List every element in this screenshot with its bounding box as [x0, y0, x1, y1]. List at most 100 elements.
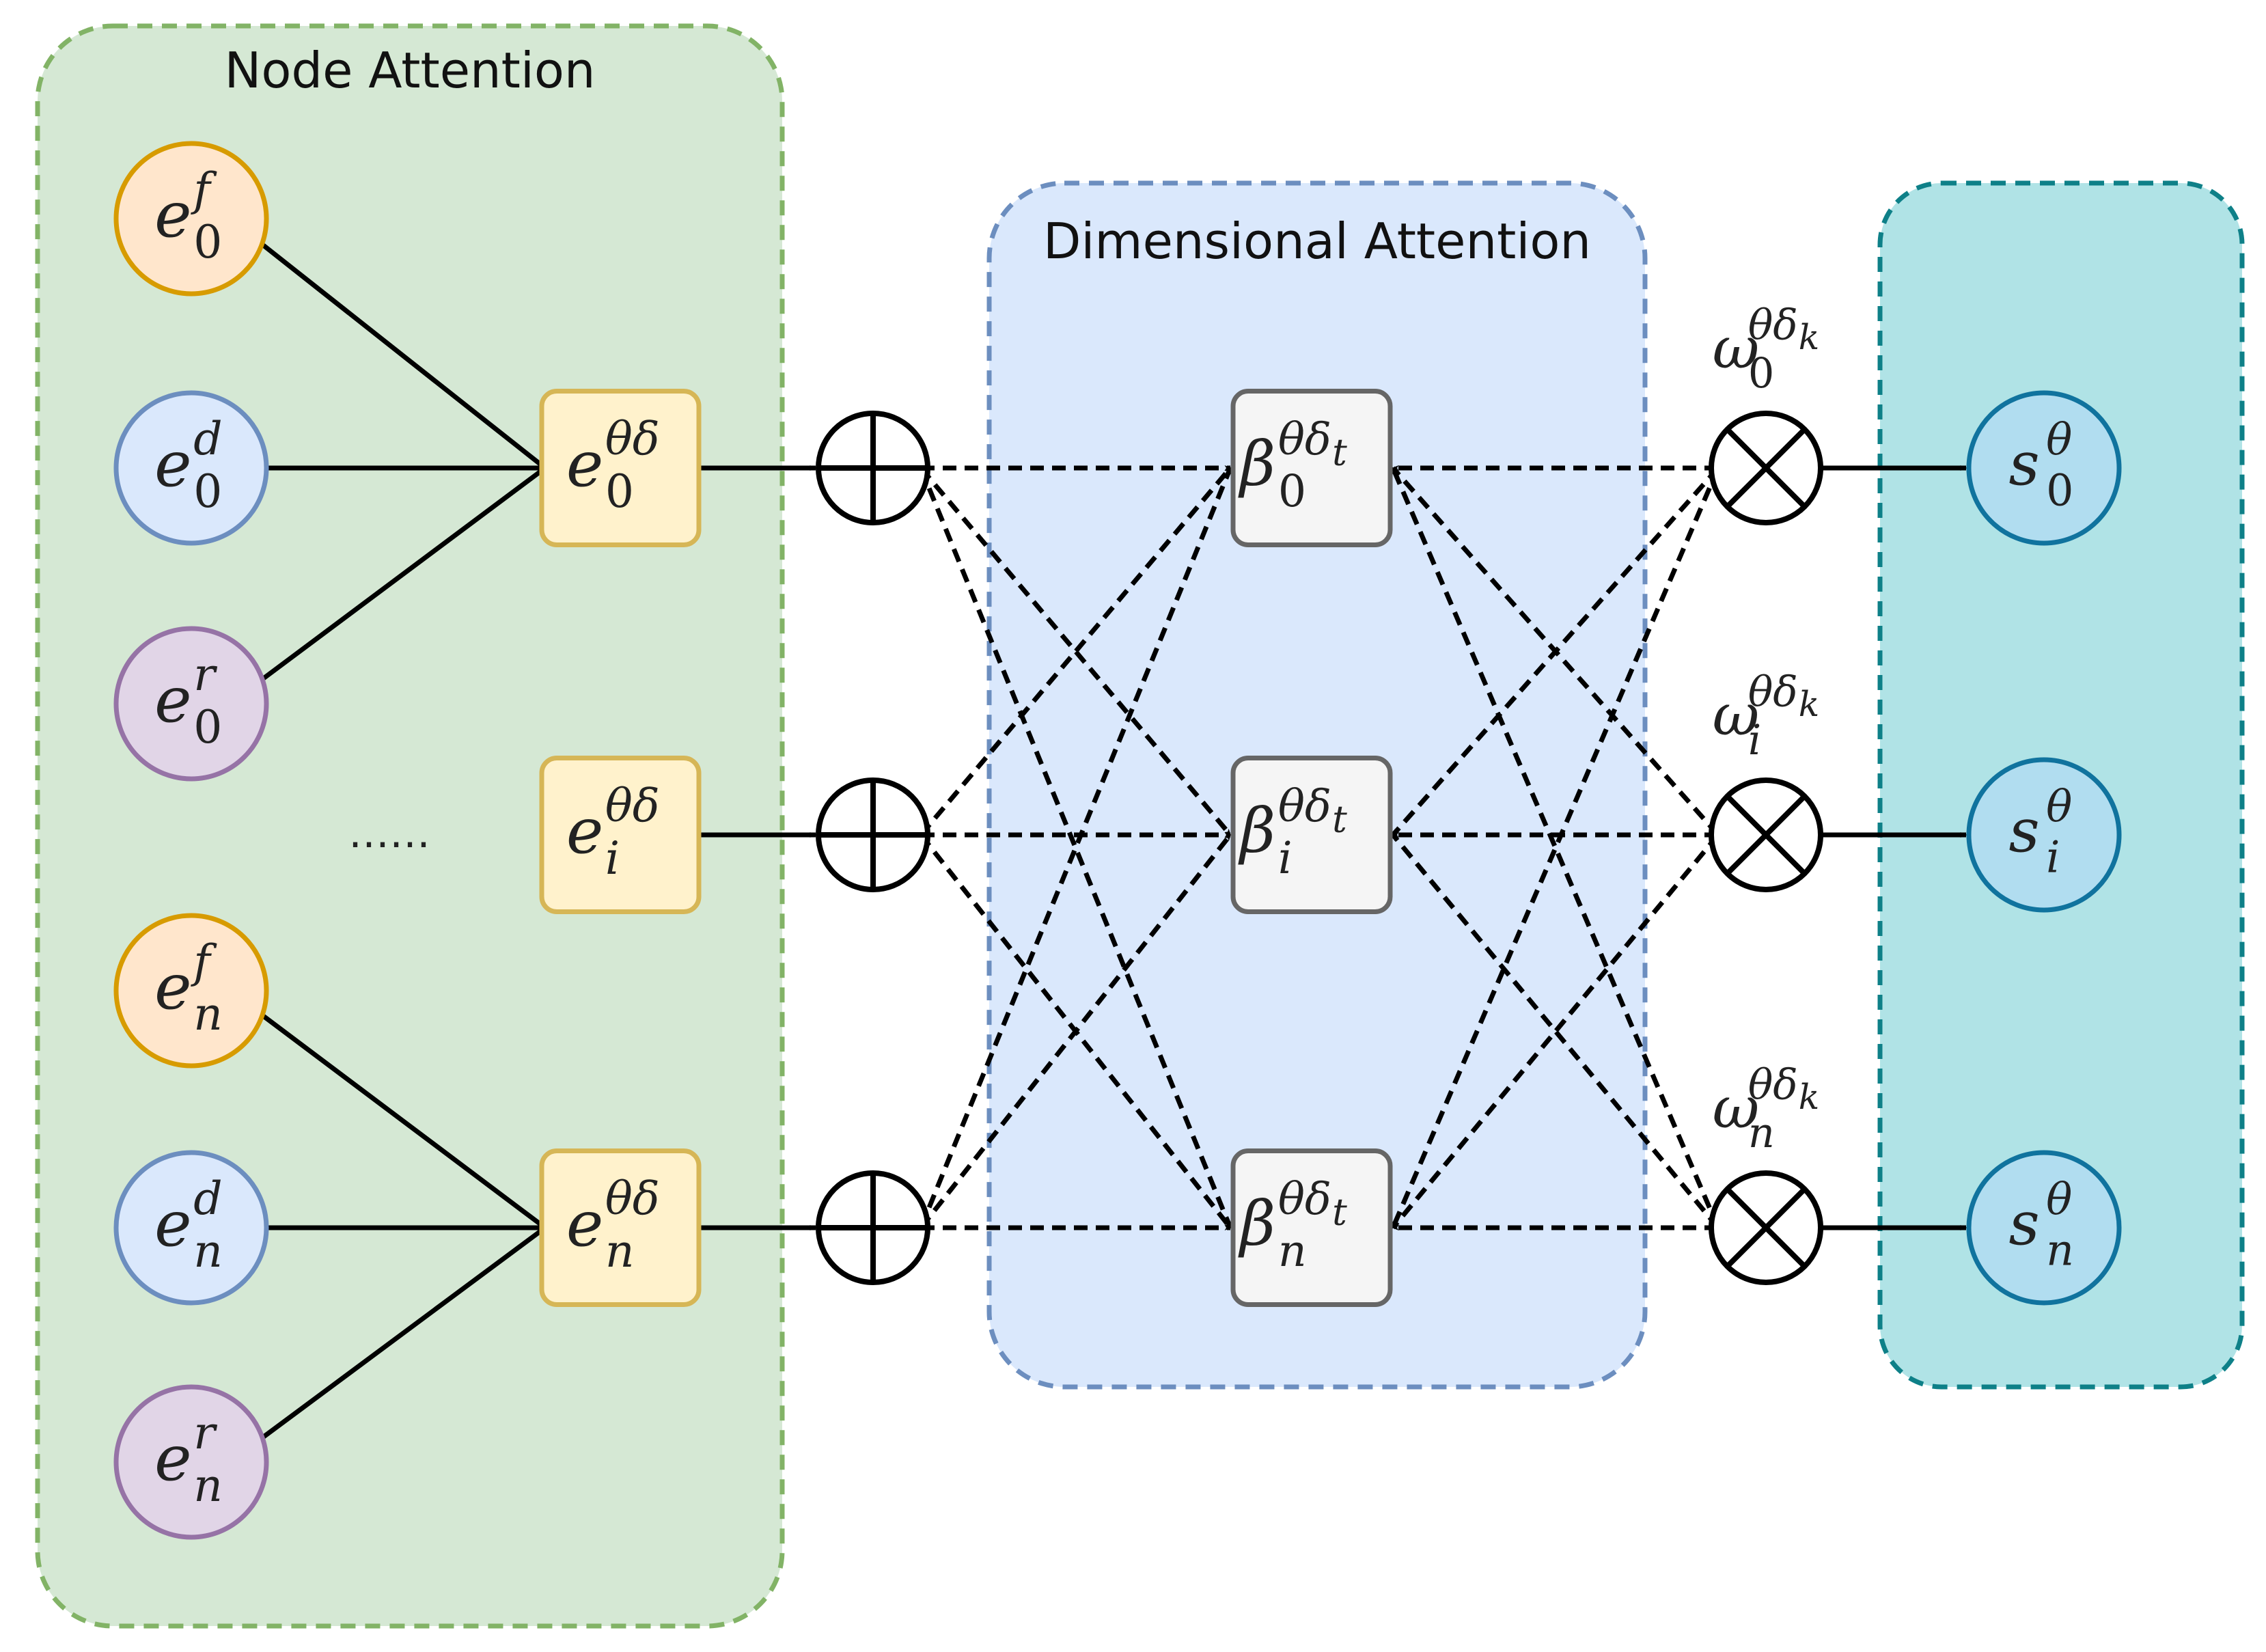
- svg-text:β: β: [1238, 1188, 1275, 1260]
- svg-text:r: r: [193, 1407, 217, 1459]
- svg-text:s: s: [2009, 796, 2040, 866]
- svg-text:θδ: θδ: [605, 780, 660, 832]
- svg-text:θδ: θδ: [605, 1172, 660, 1225]
- prod-to-dim-edge: [1391, 833, 1720, 1230]
- edges: [260, 241, 1967, 1441]
- svg-text:s: s: [2009, 429, 2040, 499]
- prod-to-dim-edge: [1391, 466, 1720, 837]
- svg-text:β: β: [1238, 795, 1275, 867]
- svg-text:n: n: [1278, 1226, 1307, 1277]
- input-edge: [260, 1226, 547, 1441]
- input-edge: [260, 466, 547, 683]
- svg-text:0: 0: [2046, 465, 2073, 516]
- svg-text:0: 0: [193, 701, 222, 754]
- svg-text:e: e: [154, 178, 191, 251]
- svg-text:e: e: [154, 663, 191, 736]
- svg-text:θ: θ: [2046, 415, 2072, 465]
- svg-text:0: 0: [193, 465, 222, 518]
- prod-to-dim-edge: [1390, 467, 1721, 1229]
- svg-text:r: r: [193, 648, 217, 701]
- svg-text:k: k: [1799, 1077, 1820, 1117]
- product-operator-icon: [1709, 1170, 1823, 1285]
- svg-text:n: n: [193, 1225, 223, 1278]
- svg-text:θδ: θδ: [605, 413, 660, 465]
- svg-text:θ: θ: [2046, 782, 2072, 832]
- ellipsis: ……: [348, 810, 430, 857]
- dimensional-attention-title: Dimensional Attention: [1043, 212, 1591, 270]
- svg-text:ω: ω: [1713, 1075, 1760, 1142]
- input-edge: [260, 241, 547, 470]
- svg-text:0: 0: [193, 216, 222, 269]
- svg-text:n: n: [2046, 1225, 2074, 1276]
- svg-text:ω: ω: [1713, 682, 1760, 749]
- svg-text:β: β: [1238, 428, 1275, 500]
- svg-text:0: 0: [1278, 466, 1306, 517]
- sum-to-dim-edge: [919, 833, 1232, 1230]
- svg-text:d: d: [193, 1172, 222, 1225]
- product-operator-icon: [1709, 411, 1823, 525]
- svg-text:t: t: [1332, 431, 1347, 474]
- sum-operator-icon: [816, 411, 930, 525]
- svg-text:e: e: [566, 1187, 603, 1261]
- svg-text:θδ: θδ: [1278, 781, 1331, 832]
- prod-to-dim-edge: [1391, 833, 1720, 1230]
- svg-text:k: k: [1799, 684, 1820, 724]
- svg-text:n: n: [1748, 1110, 1775, 1157]
- svg-text:e: e: [566, 795, 603, 868]
- svg-text:e: e: [154, 428, 191, 501]
- node-attention-title: Node Attention: [224, 42, 595, 99]
- svg-text:ω: ω: [1713, 315, 1760, 382]
- svg-text:d: d: [193, 413, 222, 465]
- svg-text:e: e: [154, 1187, 191, 1261]
- svg-text:i: i: [605, 832, 620, 885]
- svg-text:i: i: [2046, 832, 2060, 883]
- svg-text:e: e: [566, 428, 603, 501]
- svg-text:i: i: [1748, 717, 1761, 765]
- prod-to-dim-edge: [1390, 467, 1721, 1229]
- svg-text:i: i: [1278, 833, 1293, 884]
- svg-text:n: n: [193, 1459, 223, 1512]
- svg-text:t: t: [1332, 1191, 1347, 1234]
- sum-to-dim-edge: [919, 466, 1232, 837]
- svg-text:θ: θ: [2046, 1174, 2072, 1225]
- svg-text:e: e: [154, 1422, 191, 1495]
- svg-text:e: e: [154, 950, 191, 1023]
- svg-text:θδ: θδ: [1748, 669, 1798, 717]
- svg-text:0: 0: [605, 465, 634, 518]
- input-edge: [260, 1012, 547, 1230]
- svg-text:t: t: [1332, 798, 1347, 841]
- svg-text:0: 0: [1748, 350, 1774, 398]
- product-operator-icon: [1709, 777, 1823, 892]
- sum-operator-icon: [816, 777, 930, 892]
